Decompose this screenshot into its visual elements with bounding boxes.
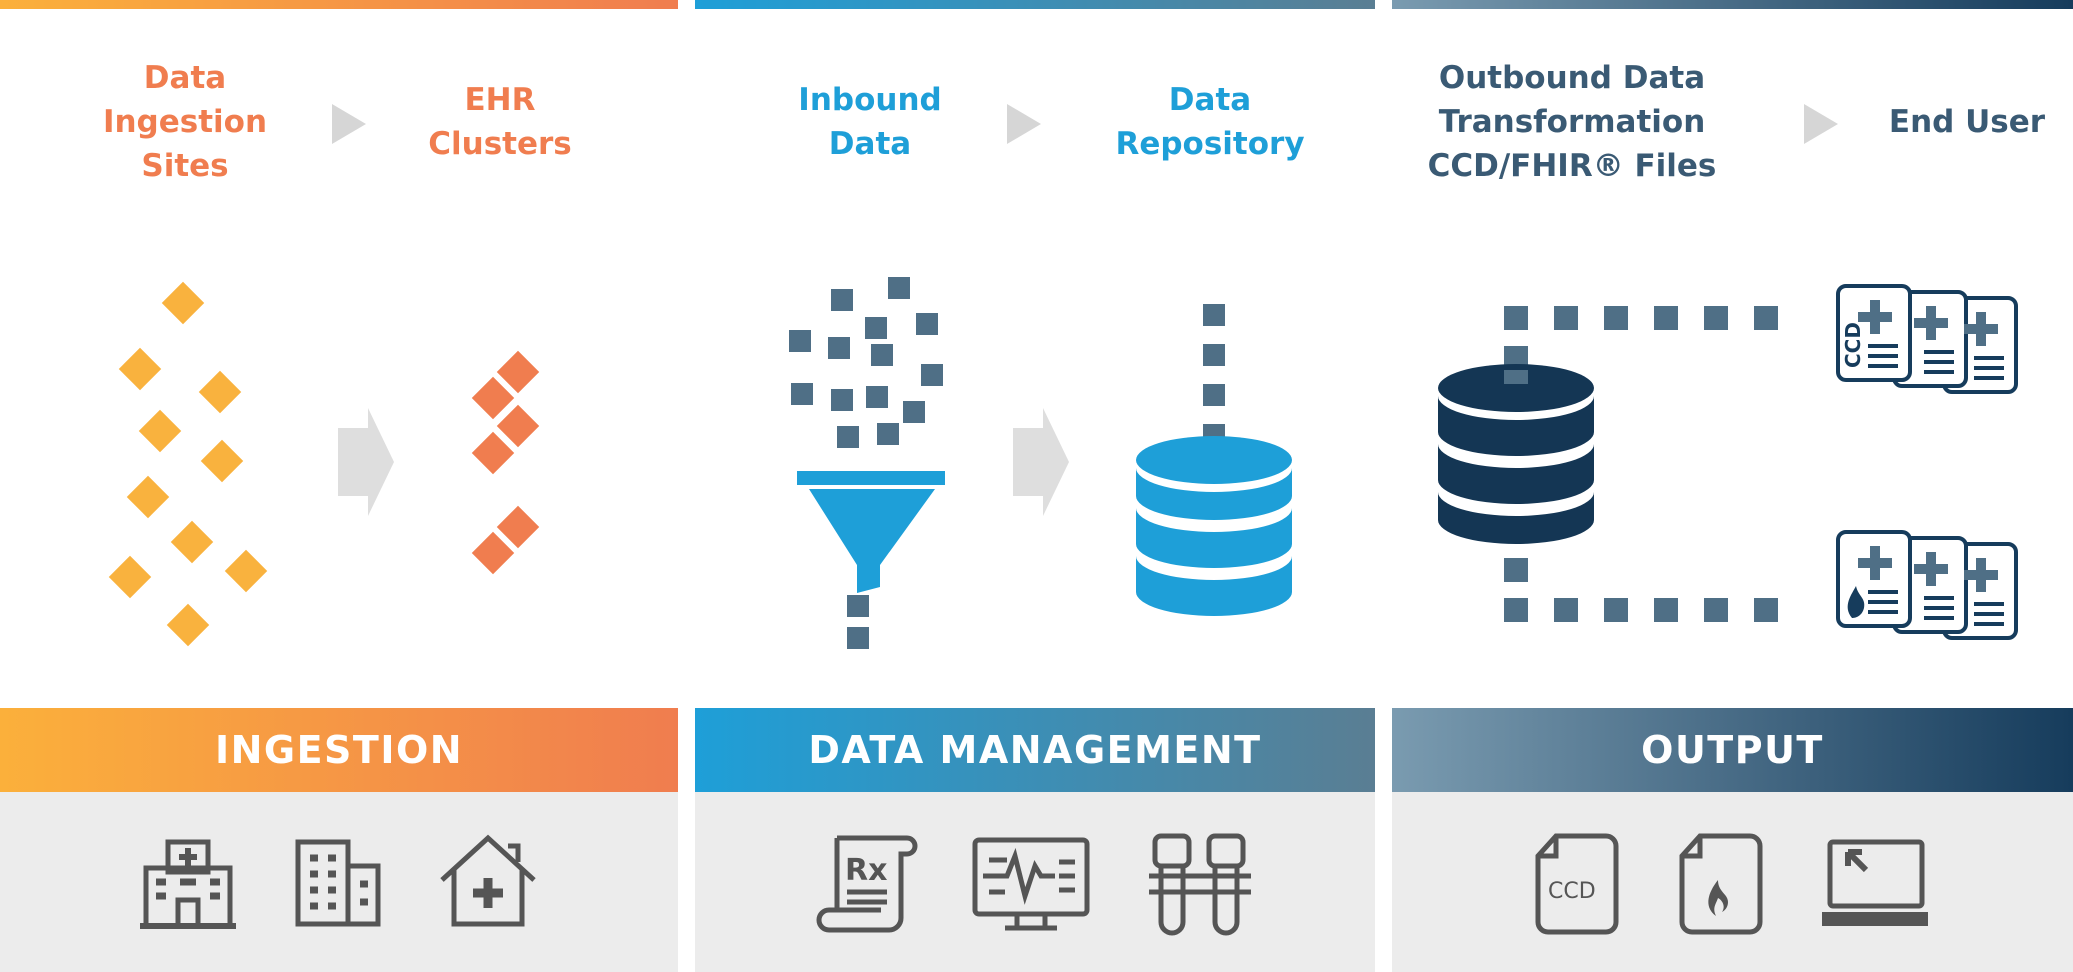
ingestion-footer: [0, 792, 678, 972]
data-management-step2-line2: Repository: [1115, 126, 1305, 162]
hospital-icon: [140, 834, 236, 930]
ingestion-sites-diamonds-icon: [100, 275, 280, 655]
data-management-band-label: DATA MANAGEMENT: [808, 728, 1262, 772]
output-step1-label: Outbound Data Transformation CCD/FHIR® F…: [1422, 56, 1722, 188]
output-band: OUTPUT: [1392, 708, 2073, 792]
ingestion-step2-label: EHR Clusters: [400, 78, 600, 166]
data-management-step2-label: Data Repository: [1095, 78, 1325, 166]
output-band-label: OUTPUT: [1641, 728, 1824, 772]
data-management-step1-line2: Data: [828, 126, 912, 162]
vital-monitor-icon: [971, 836, 1091, 936]
data-management-step1-label: Inbound Data: [755, 78, 985, 166]
home-health-icon: [438, 832, 538, 930]
ccd-files-stack-icon: CCD: [1832, 280, 2032, 400]
output-header-arrow-icon: [1804, 104, 1838, 144]
ingestion-step1-line1: Data: [143, 60, 227, 96]
office-building-icon: [290, 836, 386, 930]
lab-test-tubes-icon: [1145, 830, 1255, 940]
svg-text:Rx: Rx: [845, 853, 887, 888]
ehr-clusters-icon: [458, 345, 558, 585]
ccd-file-label: CCD: [1841, 322, 1865, 368]
ingestion-flow-arrow-icon: [338, 408, 394, 516]
output-step1-line3: CCD/FHIR® Files: [1427, 148, 1717, 184]
data-management-step1-line1: Inbound: [798, 82, 942, 118]
data-management-footer: Rx: [695, 792, 1375, 972]
prescription-icon: Rx: [815, 832, 919, 936]
output-step2-line1: End User: [1888, 104, 2046, 140]
ingestion-band: INGESTION: [0, 708, 678, 792]
output-step1-line2: Transformation: [1438, 104, 1706, 140]
ingestion-panel: Data Ingestion Sites EHR Clusters: [0, 0, 678, 972]
ingestion-step2-line1: EHR: [464, 82, 536, 118]
output-top-bar: [1392, 0, 2073, 9]
inbound-data-funnel-icon: [765, 275, 945, 655]
ingestion-step2-line2: Clusters: [428, 126, 572, 162]
ingestion-step1-line2: Ingestion: [102, 104, 268, 140]
output-footer: CCD: [1392, 792, 2073, 972]
ingestion-step1-line3: Sites: [141, 148, 229, 184]
data-management-top-bar: [695, 0, 1375, 9]
data-management-band: DATA MANAGEMENT: [695, 708, 1375, 792]
output-panel: Outbound Data Transformation CCD/FHIR® F…: [1392, 0, 2073, 972]
data-repository-database-icon: [1135, 300, 1295, 630]
fhir-file-icon: [1676, 832, 1766, 936]
output-step2-label: End User: [1872, 100, 2062, 144]
output-step1-line1: Outbound Data: [1438, 60, 1706, 96]
data-management-flow-arrow-icon: [1013, 408, 1069, 516]
data-management-header-arrow-icon: [1007, 104, 1041, 144]
laptop-icon: [1820, 838, 1930, 934]
ingestion-band-label: INGESTION: [214, 728, 464, 772]
data-management-panel: Inbound Data Data Repository: [695, 0, 1375, 972]
ingestion-header-arrow-icon: [332, 104, 366, 144]
fhir-files-stack-icon: [1832, 526, 2032, 646]
data-management-step2-line1: Data: [1168, 82, 1252, 118]
outbound-database-icon: [1438, 300, 1858, 636]
ccd-file-icon: CCD: [1532, 832, 1622, 936]
ingestion-step1-label: Data Ingestion Sites: [60, 56, 310, 188]
ccd-footer-label: CCD: [1548, 879, 1596, 904]
ingestion-top-bar: [0, 0, 678, 9]
